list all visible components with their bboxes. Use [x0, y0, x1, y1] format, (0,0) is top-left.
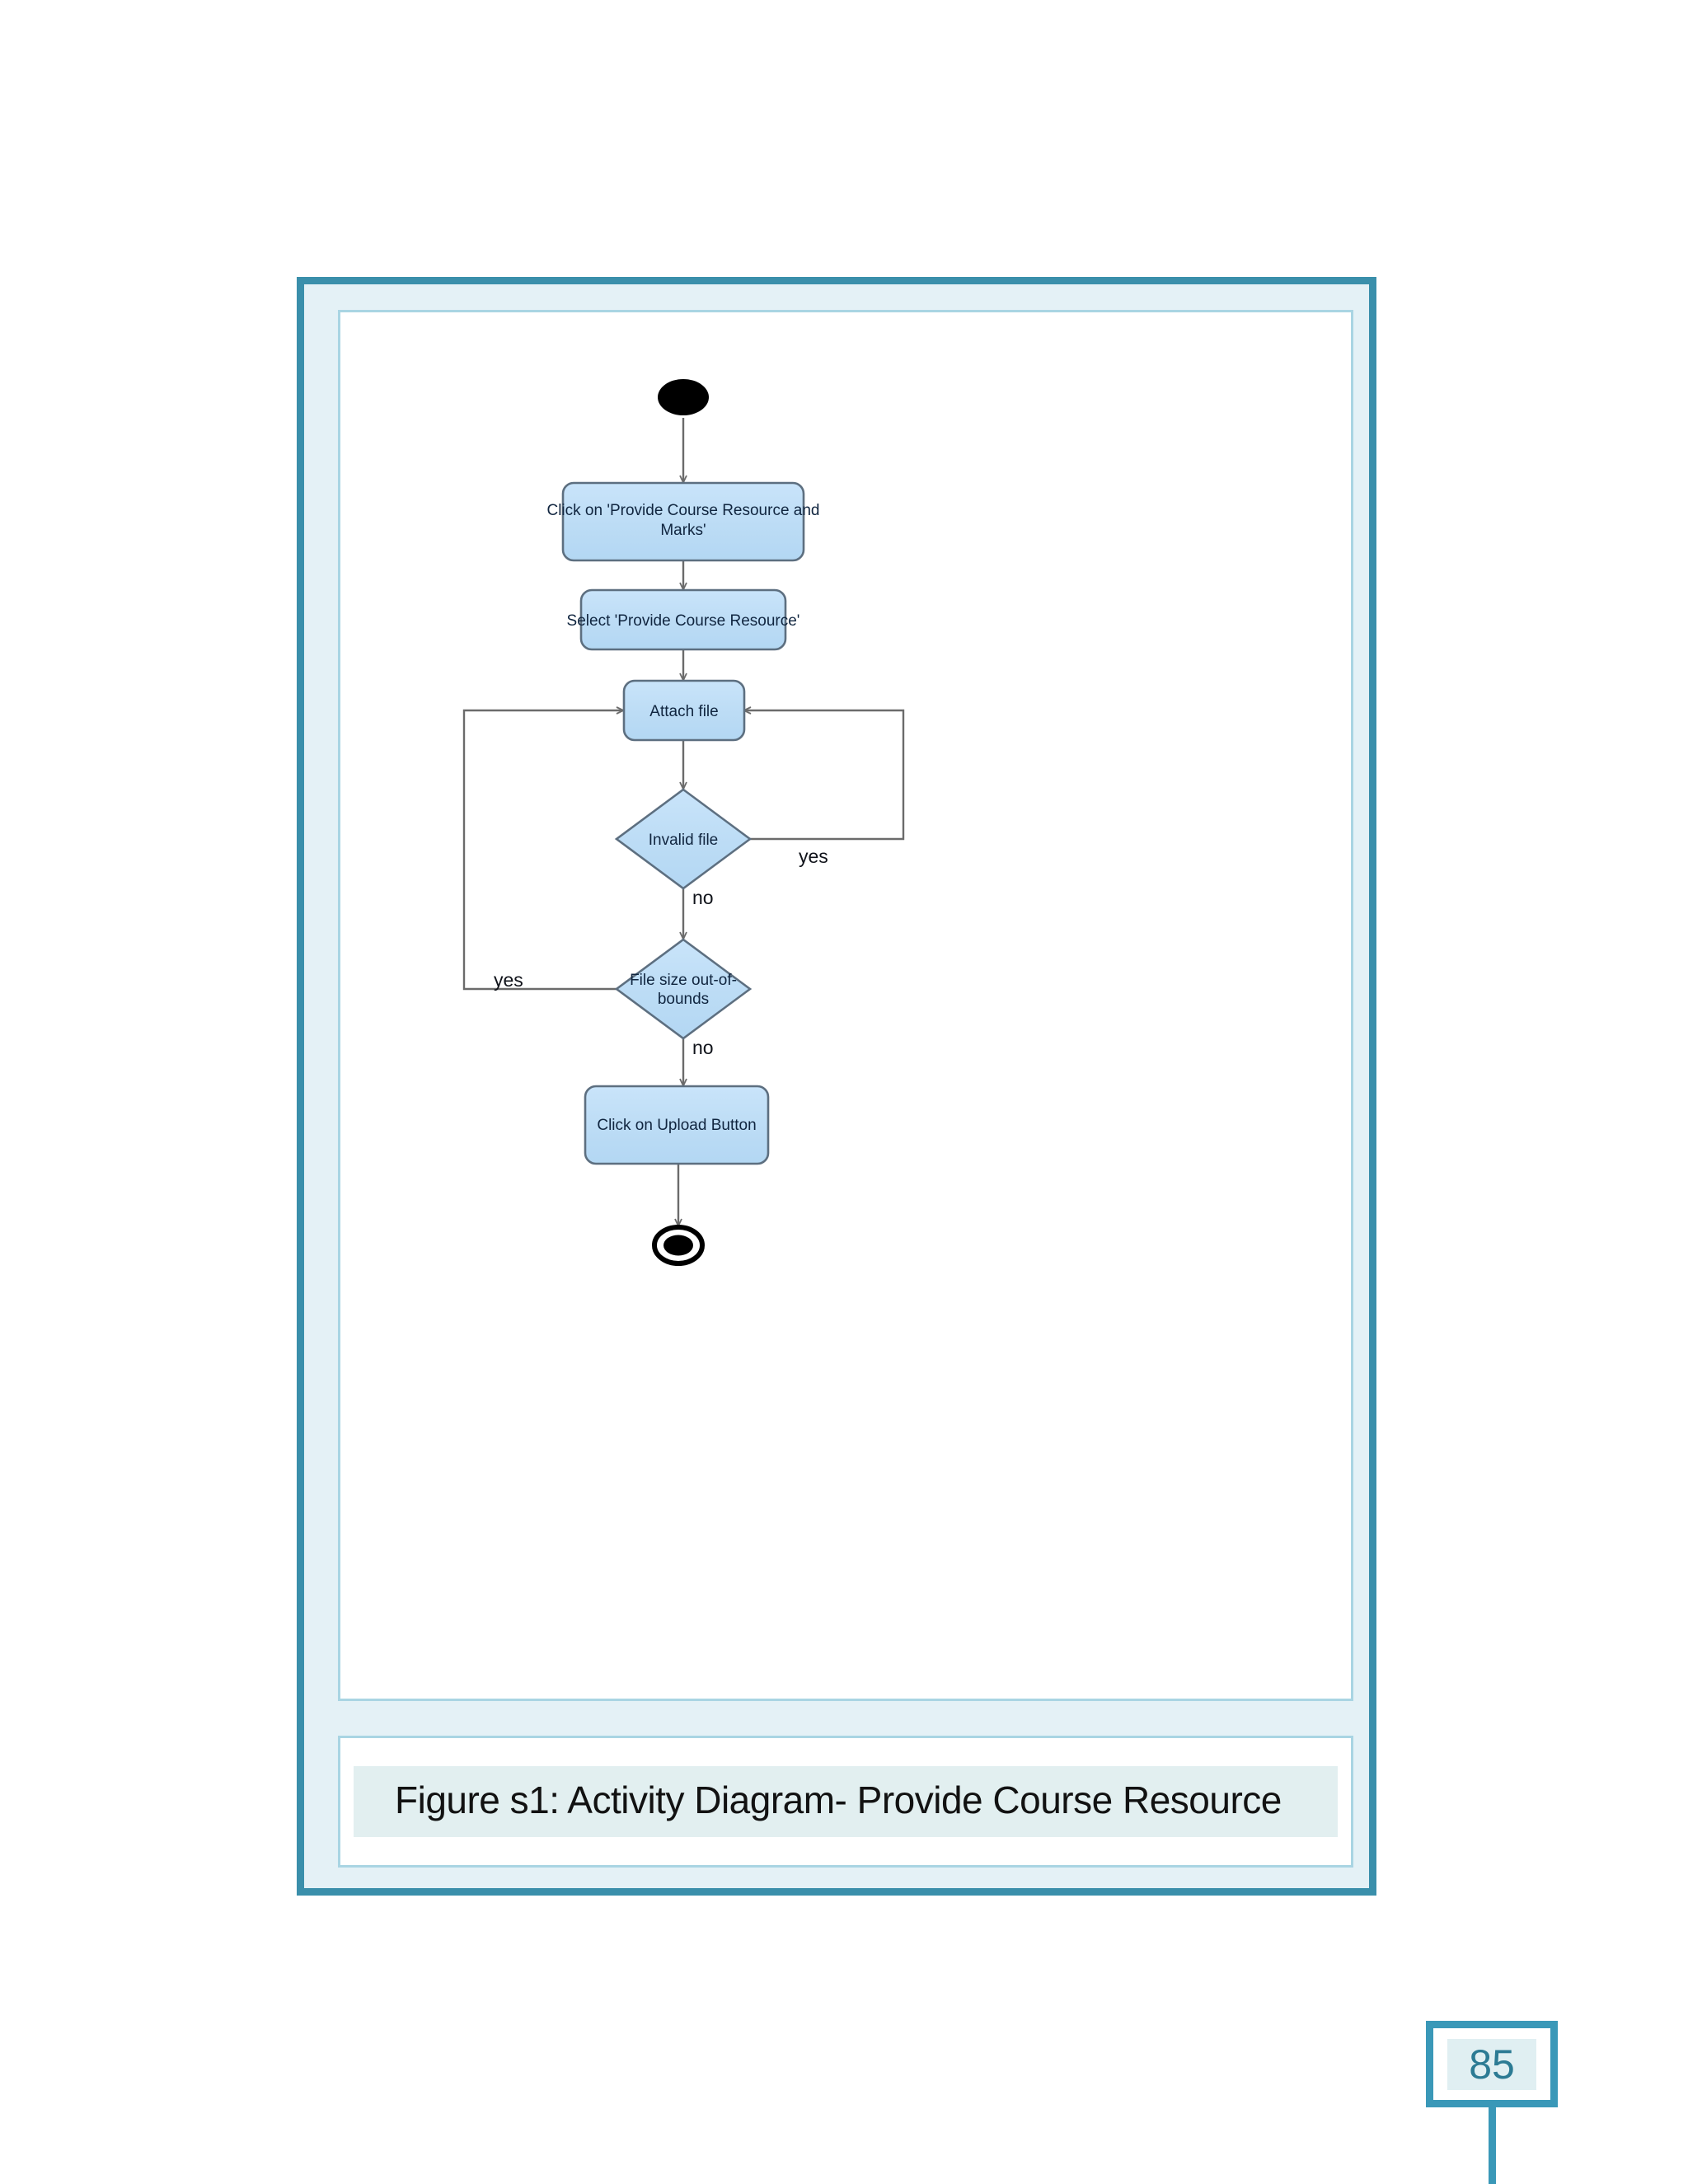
edge-label-invalid-yes: yes [799, 846, 828, 867]
decision-node-label-line1: File size out-of- [630, 972, 737, 989]
edge-label-filesize-no: no [692, 1037, 714, 1058]
figure-caption-band: Figure s1: Activity Diagram- Provide Cou… [354, 1766, 1338, 1837]
edge-invalid-yes-loop [744, 710, 905, 841]
figure-frame-band: yes no yes no Click on 'Provide Course R… [312, 292, 1362, 1881]
final-node [652, 1225, 705, 1266]
initial-node [658, 379, 709, 415]
decision-node-invalid-file[interactable]: Invalid file [614, 788, 753, 890]
page-number-box: 85 [1426, 2021, 1558, 2107]
action-node-label-line2: Marks' [660, 522, 706, 539]
decision-node-file-size-out-of-bounds[interactable]: File size out-of- bounds [614, 938, 753, 1040]
action-node-label: Click on Upload Button [597, 1117, 756, 1134]
activity-diagram-card: yes no yes no Click on 'Provide Course R… [338, 310, 1353, 1701]
activity-diagram-canvas: yes no yes no Click on 'Provide Course R… [462, 379, 905, 1266]
figure-frame: yes no yes no Click on 'Provide Course R… [297, 277, 1376, 1896]
action-node-label-line1: Click on 'Provide Course Resource and [546, 502, 819, 519]
figure-caption-card: Figure s1: Activity Diagram- Provide Cou… [338, 1736, 1353, 1868]
page-number-stem [1489, 2103, 1496, 2184]
edge-filesize-yes-loop [462, 710, 623, 991]
page-number-text: 85 [1469, 2041, 1515, 2088]
action-node-label: Select 'Provide Course Resource' [567, 612, 800, 630]
page-number-inner-fill: 85 [1447, 2038, 1536, 2090]
edge-label-invalid-no: no [692, 887, 714, 908]
action-node-attach-file[interactable]: Attach file [622, 679, 746, 742]
edge-label-filesize-yes: yes [494, 969, 523, 991]
action-node-click-on-upload-button[interactable]: Click on Upload Button [584, 1085, 770, 1165]
decision-node-label-line2: bounds [658, 991, 709, 1008]
action-node-select-provide-course-resource[interactable]: Select 'Provide Course Resource' [567, 588, 800, 651]
figure-caption-text: Figure s1: Activity Diagram- Provide Cou… [395, 1779, 1282, 1821]
action-node-click-provide-course-resource-and-marks[interactable]: Click on 'Provide Course Resource and Ma… [546, 481, 820, 562]
decision-node-label: Invalid file [649, 832, 719, 849]
action-node-label: Attach file [649, 703, 718, 720]
